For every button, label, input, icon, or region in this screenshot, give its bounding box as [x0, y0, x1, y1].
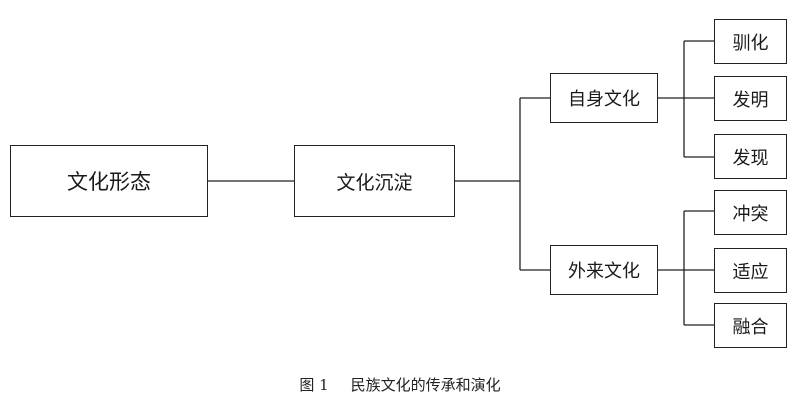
node-self-culture: 自身文化 — [550, 73, 658, 123]
leaf-node-invention: 发明 — [714, 76, 787, 121]
leaf-node-conflict: 冲突 — [714, 190, 787, 235]
node-cultural-sedimentation: 文化沉淀 — [294, 145, 455, 217]
leaf-node-discovery: 发现 — [714, 134, 787, 179]
leaf-node-adaptation: 适应 — [714, 248, 787, 293]
root-node-cultural-form: 文化形态 — [10, 145, 208, 217]
node-foreign-culture: 外来文化 — [550, 245, 658, 295]
figure-number: 图 1 — [299, 376, 329, 394]
figure-title: 民族文化的传承和演化 — [350, 376, 501, 394]
leaf-node-domestication: 驯化 — [714, 19, 787, 64]
leaf-node-fusion: 融合 — [714, 303, 787, 348]
figure-caption: 图 1 民族文化的传承和演化 — [0, 374, 800, 395]
